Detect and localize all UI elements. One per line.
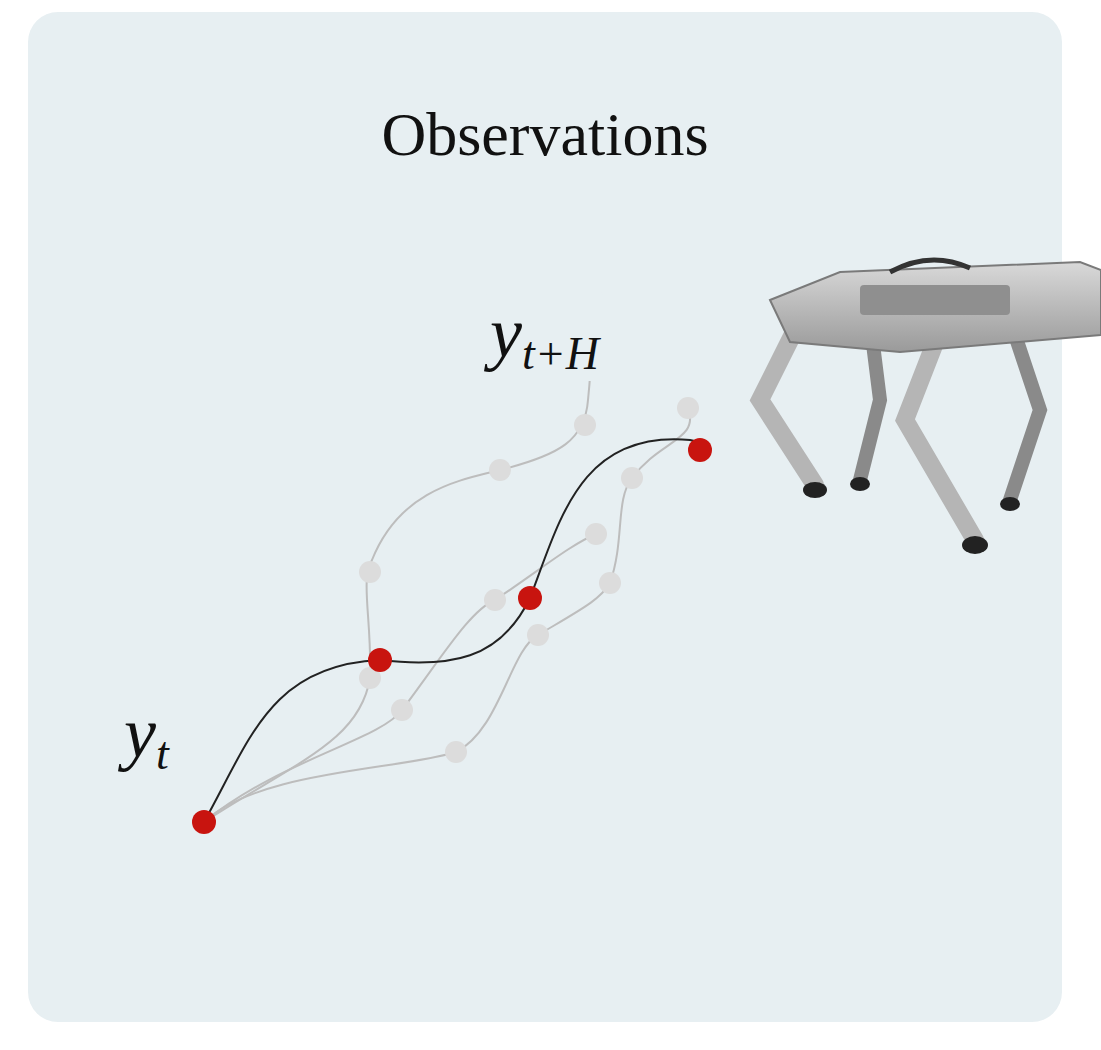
- sample-trajectories: [204, 328, 690, 822]
- panel-title: Observations: [381, 100, 708, 168]
- observed-points: [192, 438, 712, 834]
- panel-background: [28, 12, 1062, 1022]
- sample-points: [359, 317, 699, 763]
- math-label: yt: [120, 690, 173, 781]
- observed-trajectory: [204, 439, 701, 822]
- math-label: yt+H: [486, 290, 603, 381]
- robot-dog: [760, 260, 1101, 554]
